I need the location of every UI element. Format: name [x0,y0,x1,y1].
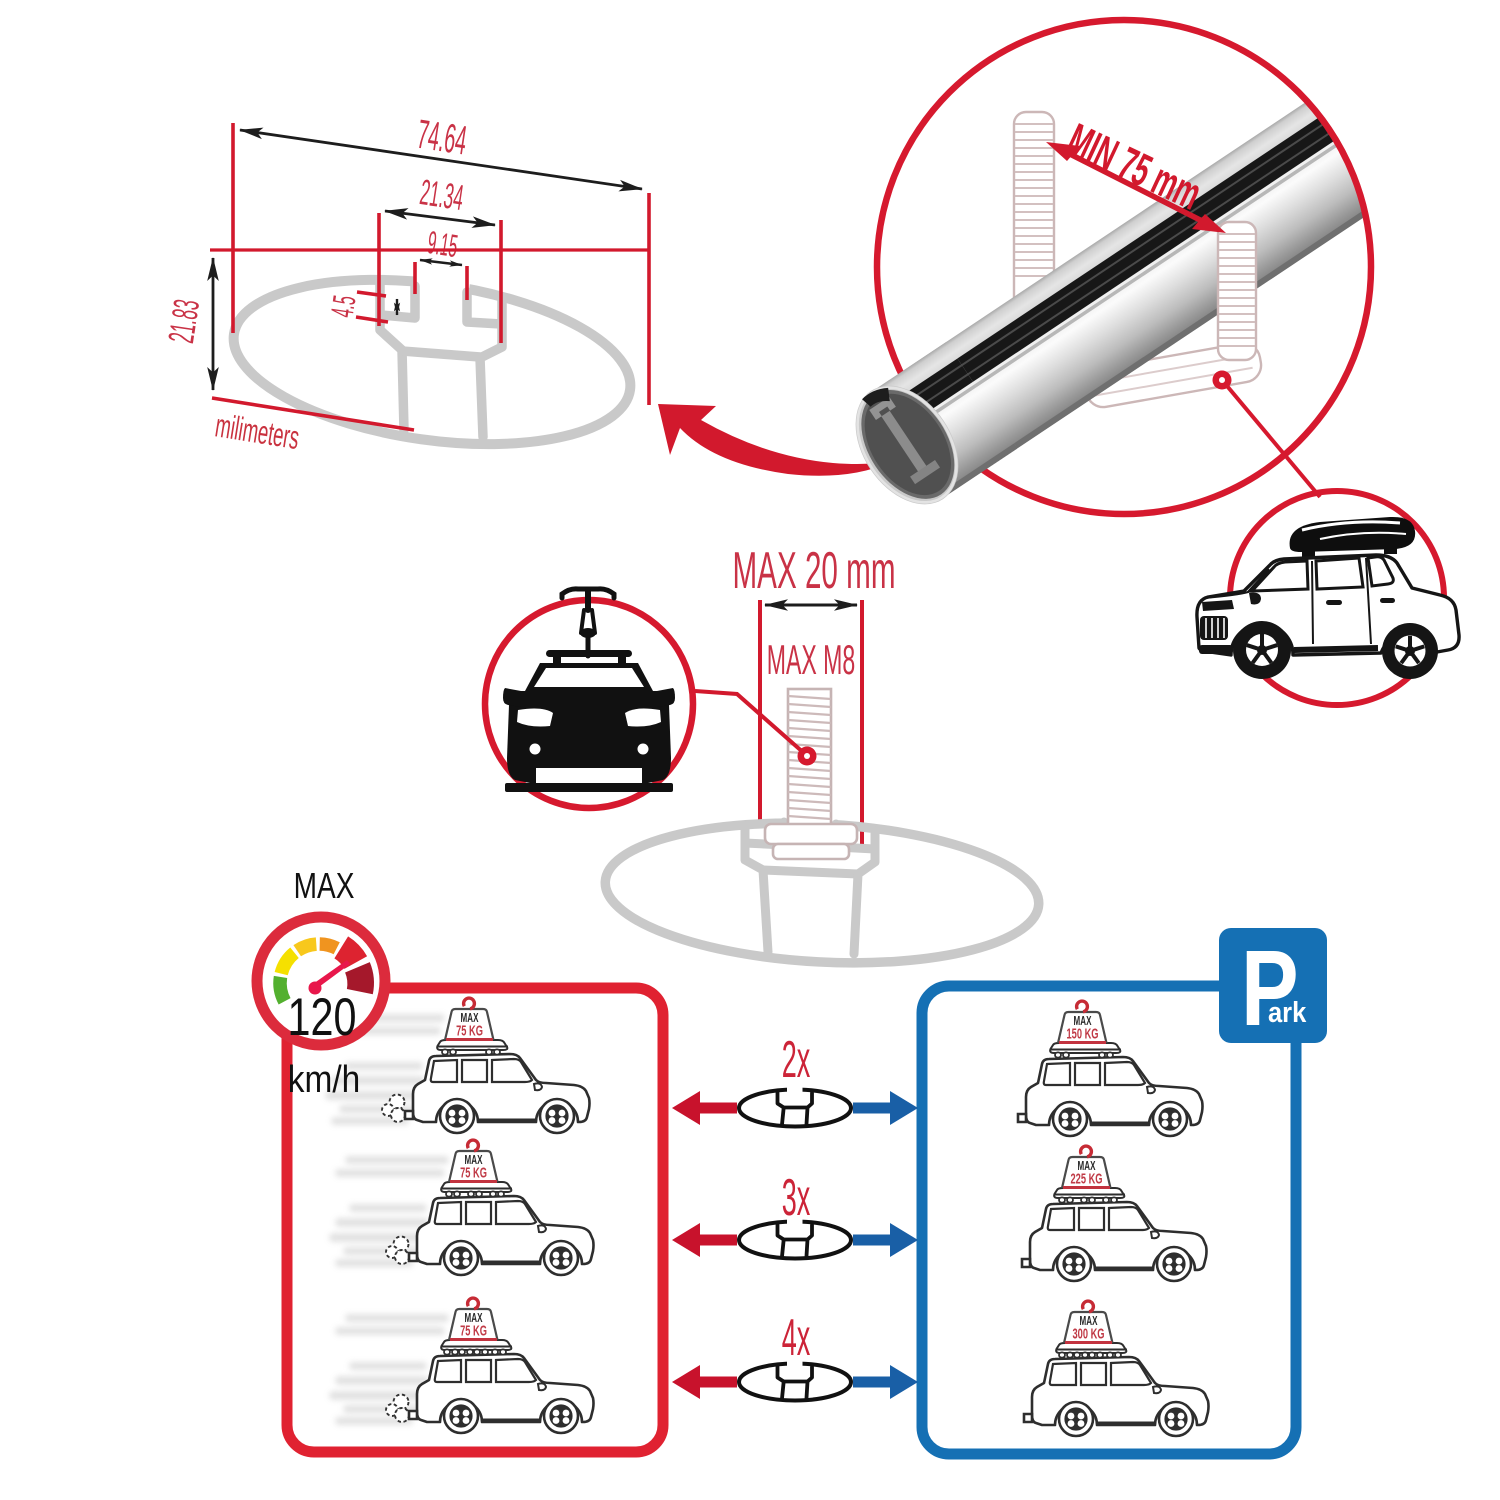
svg-text:75 KG: 75 KG [460,1164,487,1181]
svg-text:9.15: 9.15 [425,225,460,265]
svg-text:75 KG: 75 KG [460,1322,487,1339]
svg-text:21.34: 21.34 [417,171,466,218]
svg-text:300 KG: 300 KG [1072,1325,1104,1342]
svg-text:2x: 2x [782,1029,811,1088]
svg-text:4x: 4x [782,1307,811,1366]
svg-text:MAX: MAX [461,1011,479,1025]
svg-text:ark: ark [1268,995,1307,1028]
svg-text:74.64: 74.64 [414,111,469,164]
svg-text:75 KG: 75 KG [456,1022,483,1039]
svg-text:P: P [1241,927,1299,1048]
svg-text:MAX: MAX [294,866,355,906]
svg-text:MAX: MAX [1080,1314,1098,1328]
svg-text:4.5: 4.5 [325,293,363,319]
svg-text:MAX M8: MAX M8 [767,637,856,684]
svg-text:MAX 20 mm: MAX 20 mm [732,541,895,599]
svg-text:225 KG: 225 KG [1070,1170,1102,1187]
svg-text:MAX: MAX [1078,1159,1096,1173]
svg-text:120: 120 [288,988,357,1047]
svg-text:3x: 3x [782,1167,811,1226]
svg-text:km/h: km/h [288,1058,360,1100]
svg-text:150 KG: 150 KG [1066,1025,1098,1042]
svg-text:MAX: MAX [1074,1014,1092,1028]
svg-text:MAX: MAX [465,1311,483,1325]
svg-text:MAX: MAX [465,1153,483,1167]
svg-text:21.83: 21.83 [160,297,207,346]
